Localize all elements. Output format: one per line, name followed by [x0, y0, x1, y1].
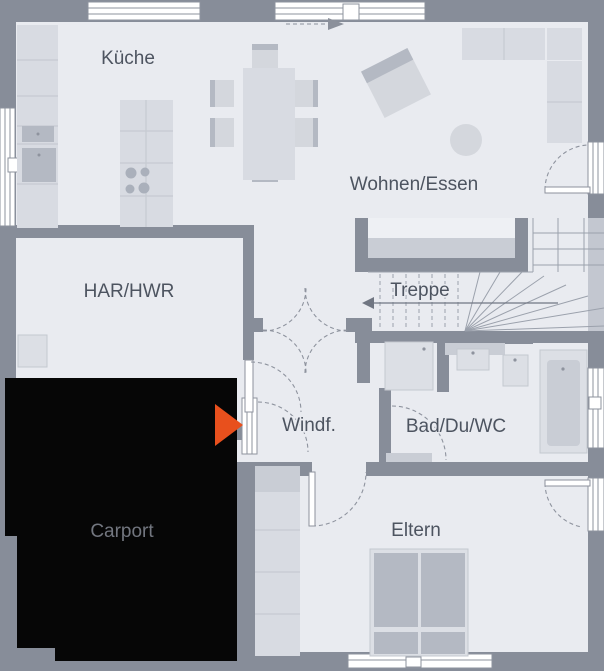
carport-area: [5, 378, 237, 661]
terrace-door-opening: [587, 141, 604, 195]
parents-door-opening: [587, 477, 604, 532]
window-top-living: [274, 1, 426, 21]
stair-upper-flight-grid: [368, 218, 604, 273]
entrance-arrow-icon: [215, 404, 243, 446]
stair-treads-straight: [379, 274, 459, 330]
window-bath: [587, 367, 604, 449]
utility-fixture: [17, 334, 48, 368]
parents-door-swing: [311, 471, 367, 527]
other-furniture: [17, 334, 469, 657]
door-swings: [250, 144, 591, 528]
coffee-table: [450, 124, 482, 156]
bathtub-inner: [547, 360, 580, 446]
wardrobe: [255, 466, 300, 656]
stair-landing: [368, 238, 515, 258]
staircase: [362, 218, 604, 332]
window-top-kitchen: [87, 1, 201, 21]
vestibule-label: Windf.: [282, 415, 336, 436]
utility-door-swing: [250, 361, 302, 413]
parents-label: Eltern: [391, 520, 441, 541]
dining-table: [243, 68, 295, 180]
hall-double-door-swing-right-down: [304, 329, 349, 374]
window-left-kitchen: [0, 107, 19, 227]
window-parents: [347, 653, 493, 669]
cooktop-icon: [125, 167, 150, 194]
oven: [22, 148, 56, 182]
parents-door-leaf: [308, 471, 316, 527]
living-label: Wohnen/Essen: [350, 174, 479, 195]
armchair: [361, 48, 431, 118]
double-bed: [369, 548, 469, 657]
stairs-label: Treppe: [390, 280, 450, 301]
terrace-door-swing: [544, 144, 589, 191]
kitchen-label: Küche: [101, 48, 155, 69]
entry-flow-arrow-icon: [286, 18, 344, 30]
shower: [384, 341, 434, 391]
parents-right-door-swing: [544, 482, 583, 528]
room-living-furniture: [286, 18, 582, 156]
entrance-door-swing: [257, 401, 309, 453]
parents-right-door-leaf: [544, 479, 591, 487]
utility-label: HAR/HWR: [84, 281, 175, 302]
room-carport: [5, 378, 243, 661]
room-kitchen-furniture: [17, 25, 318, 228]
stair-side-wall-light: [588, 218, 604, 331]
threshold: [386, 453, 432, 462]
sofa-corner: [547, 28, 582, 60]
terrace-door-leaf: [544, 186, 591, 194]
stair-direction-arrow-icon: [362, 297, 558, 309]
bath-label: Bad/Du/WC: [406, 416, 506, 437]
room-labels: Küche Wohnen/Essen HAR/HWR Treppe Windf.…: [82, 47, 508, 543]
utility-door-leaf: [244, 359, 254, 413]
carport-label: Carport: [90, 521, 154, 542]
washbasin: [456, 348, 490, 371]
room-bath-fixtures: [384, 341, 588, 454]
bath-door-swing: [391, 405, 447, 461]
